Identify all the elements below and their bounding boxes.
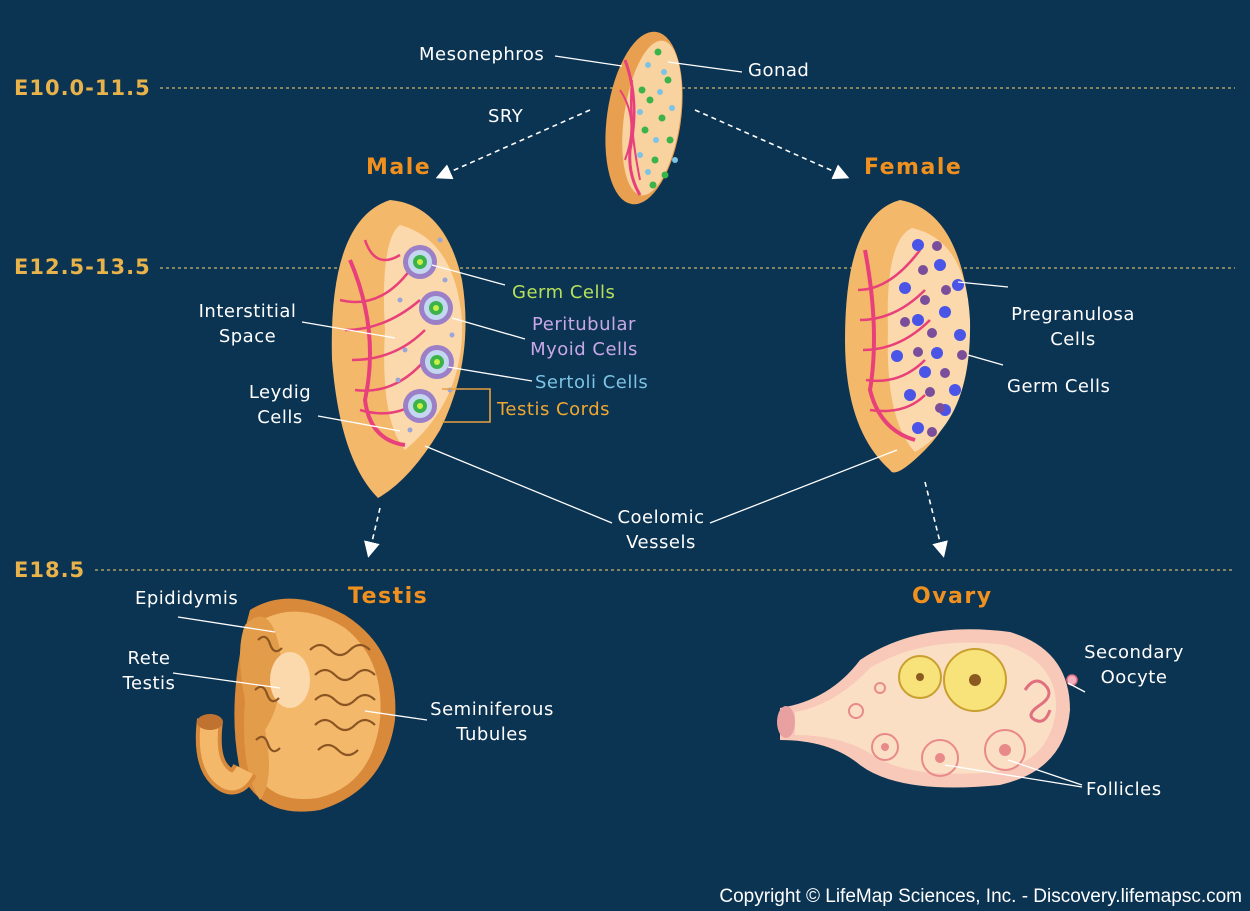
stage-label-e12: E12.5-13.5 [14,255,151,279]
label-mesonephros: Mesonephros [419,44,545,65]
testis-cords-bracket [442,388,491,423]
heading-female: Female [864,155,963,180]
stage-label-e18: E18.5 [14,558,86,582]
label-pregranulosa-cells: Pregranulosa Cells [1011,304,1135,350]
label-germ-cells-male: Germ Cells [512,282,616,303]
copyright-notice: Copyright © LifeMap Sciences, Inc. - Dis… [719,886,1242,907]
label-follicles: Follicles [1086,779,1162,800]
heading-testis: Testis [348,584,429,609]
label-epididymis: Epididymis [135,588,239,609]
female-gonad [845,200,971,473]
arrow-to-testis [364,507,381,558]
male-gonad [331,200,466,498]
label-peritubular-myoid-cells: Peritubular Myoid Cells [530,314,638,360]
label-gonad: Gonad [748,60,810,81]
testis-illustration [195,598,396,812]
label-sertoli-cells: Sertoli Cells [535,372,649,393]
label-leydig-cells: Leydig Cells [248,382,312,428]
label-testis-cords: Testis Cords [497,399,611,420]
stage-label-e10: E10.0-11.5 [14,76,151,100]
heading-ovary: Ovary [912,584,993,609]
label-secondary-oocyte: Secondary Oocyte [1084,642,1184,688]
heading-male: Male [366,155,432,180]
ovary-illustration [777,629,1078,788]
label-coelomic-vessels: Coelomic Vessels [617,507,705,553]
arrow-to-ovary [924,481,948,558]
label-interstitial-space: Interstitial Space [198,301,297,347]
label-germ-cells-female: Germ Cells [1007,376,1111,397]
label-seminiferous-tubules: Seminiferous Tubules [430,699,554,745]
arrow-to-female [694,109,850,180]
label-rete-testis: Rete Testis [122,648,176,694]
early-gonad [605,31,683,205]
label-sry: SRY [488,106,524,127]
